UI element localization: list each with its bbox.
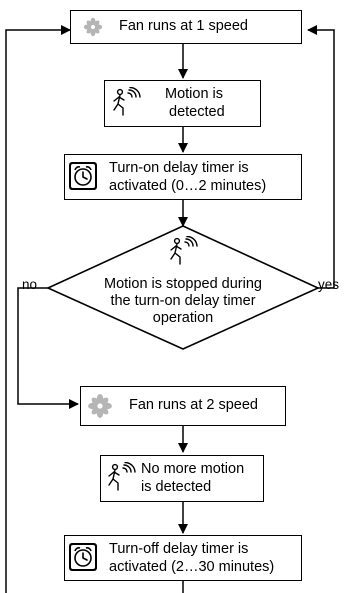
step-label-line1: Turn-on delay timer is bbox=[109, 160, 249, 176]
step-fan-speed-1: Fan runs at 1 speed bbox=[70, 10, 302, 44]
step-label-line2: detected bbox=[169, 104, 225, 120]
branch-label-no: no bbox=[22, 277, 38, 292]
decision-line1: Motion is stopped during bbox=[104, 276, 262, 292]
fan-icon bbox=[87, 393, 113, 424]
step-label-line1: Turn-off delay timer is bbox=[109, 541, 249, 557]
arrow-no-to-fan2 bbox=[17, 287, 79, 409]
decision-line3: operation bbox=[152, 310, 214, 326]
step-turn-off-timer: Turn-off delay timer is activated (2…30 … bbox=[64, 535, 302, 581]
alarm-clock-icon bbox=[68, 542, 98, 577]
decision-text: Motion is stopped during the turn-on del… bbox=[83, 276, 283, 327]
step-no-more-motion: No more motion is detected bbox=[100, 455, 264, 502]
fan-icon bbox=[83, 17, 103, 42]
branch-label-yes: yes bbox=[318, 277, 340, 292]
step-label-line2: activated (2…30 minutes) bbox=[109, 559, 275, 575]
decision-diamond bbox=[46, 225, 320, 350]
step-turn-on-timer: Turn-on delay timer is activated (0…2 mi… bbox=[64, 154, 302, 200]
step-label-line2: activated (0…2 minutes) bbox=[109, 178, 267, 194]
walking-person-motion-icon bbox=[168, 235, 198, 273]
alarm-clock-icon bbox=[68, 161, 98, 196]
step-label: Fan runs at 2 speed bbox=[129, 397, 258, 413]
arrow-return-loop bbox=[5, 25, 71, 593]
step-label-line1: No more motion bbox=[141, 461, 245, 477]
step-fan-speed-2: Fan runs at 2 speed bbox=[80, 386, 286, 426]
walking-person-motion-icon bbox=[111, 86, 141, 124]
walking-person-motion-icon bbox=[106, 461, 136, 499]
step-label-line2: is detected bbox=[141, 479, 212, 495]
step-label: Fan runs at 1 speed bbox=[119, 18, 248, 34]
decision-line2: the turn-on delay timer bbox=[110, 293, 256, 309]
step-motion-detected: Motion is detected bbox=[104, 80, 261, 127]
arrow-yes-loop bbox=[307, 25, 335, 289]
step-label-line1: Motion is bbox=[165, 86, 224, 102]
